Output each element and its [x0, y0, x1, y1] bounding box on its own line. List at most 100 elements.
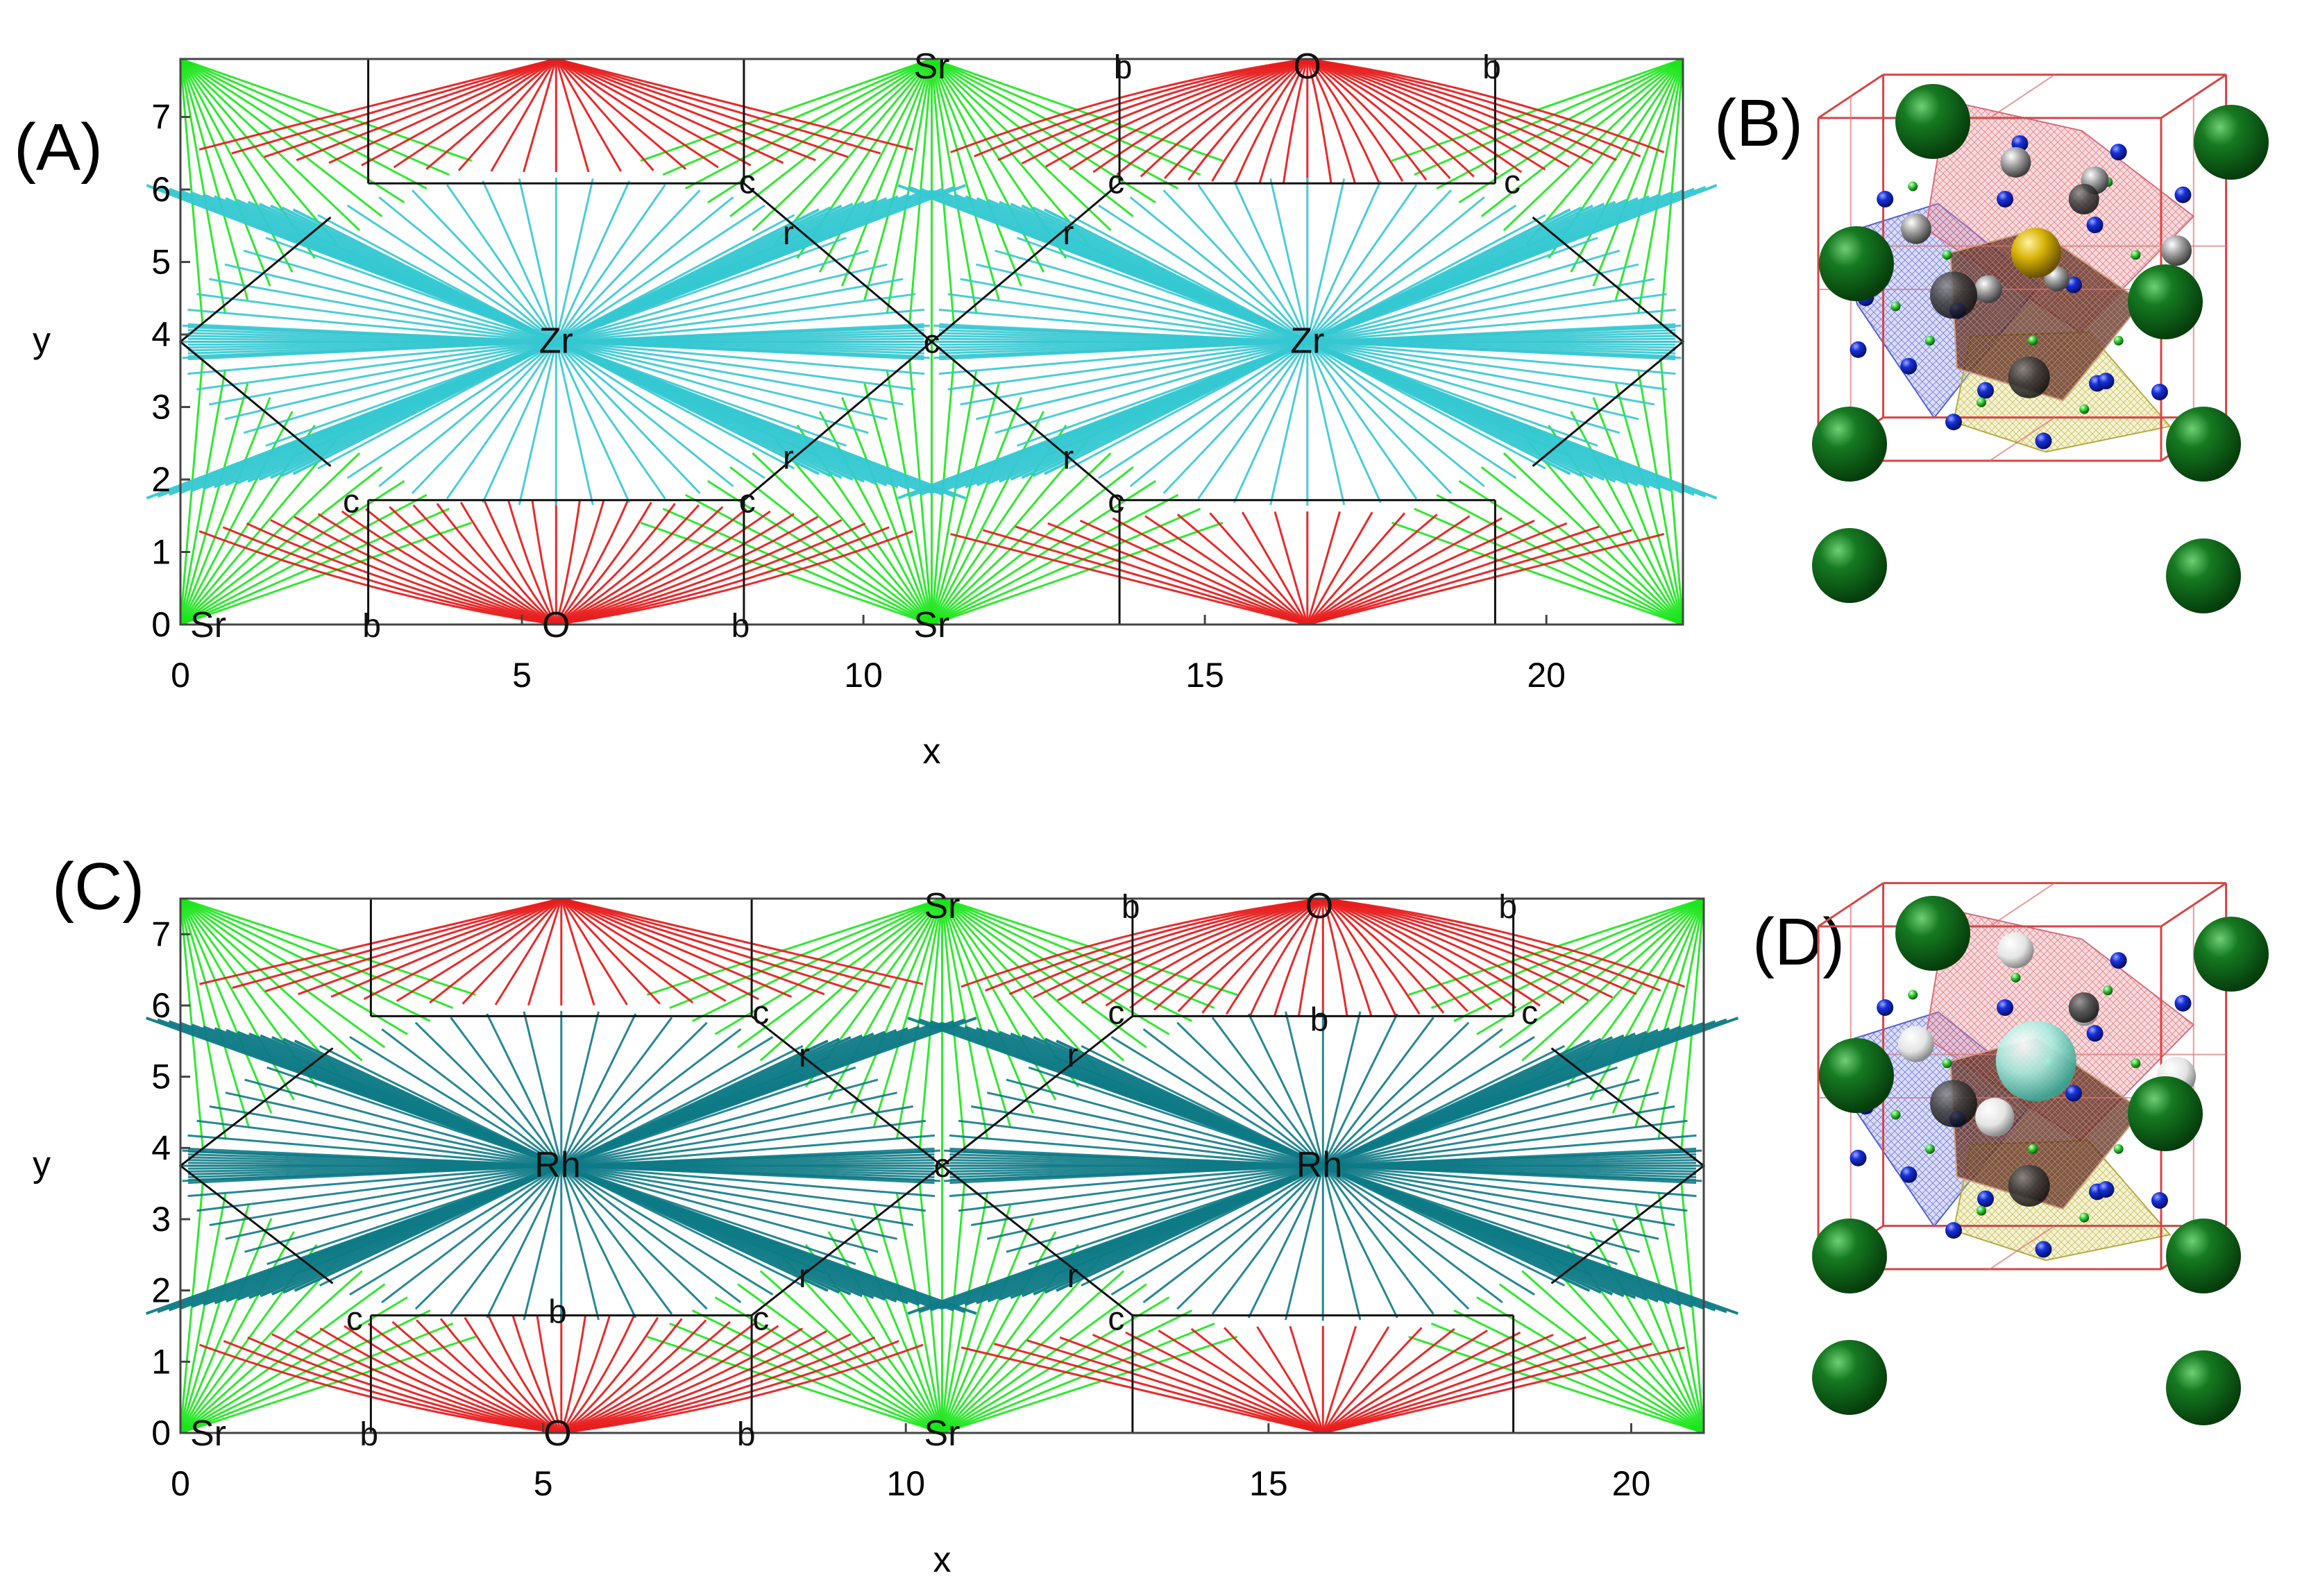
center-atom-gradient-path [1307, 341, 1655, 406]
o-gradient-path [950, 58, 1308, 153]
center-atom-gradient-path [561, 1164, 879, 1253]
oxygen-atom [2065, 1085, 2082, 1102]
sr-atom [2194, 917, 2269, 992]
center-atom-gradient-path [1322, 1164, 1659, 1240]
center-atom-gradient-path [995, 341, 1308, 434]
center-atom-gradient-path [1306, 204, 1517, 343]
o-gradient-path [1283, 58, 1309, 184]
o-gradient-path [361, 58, 557, 167]
center-atom-gradient-path [561, 1092, 898, 1167]
dark-basin-atom [2068, 184, 2099, 214]
center-atom-gradient-path [555, 249, 869, 343]
center-atom-gradient-path [561, 1119, 926, 1167]
o-gradient-path [1322, 1331, 1521, 1434]
o-gradient-path [459, 502, 557, 626]
o-gradient-path [560, 898, 595, 1006]
center-atom-gradient-path [986, 1164, 1323, 1240]
center-atom-gradient-path [1323, 1164, 1675, 1226]
o-gradient-path [555, 502, 652, 626]
zr-atom [2011, 228, 2061, 278]
sr-atom [2166, 538, 2241, 613]
o-gradient-path [1307, 58, 1570, 168]
o-gradient-path [1322, 1327, 1455, 1434]
o-gradient-path [1242, 511, 1309, 625]
o-gradient-path [1289, 1325, 1324, 1434]
center-atom-gradient-path [561, 1078, 879, 1167]
center-atom-gradient-path [1321, 1165, 1362, 1321]
center-atom-gradient-path [560, 1165, 600, 1321]
sr-gradient-path [180, 897, 386, 1049]
o-gradient-path [561, 1336, 876, 1434]
center-atom-gradient-path [947, 293, 1307, 343]
center-atom-gradient-path [555, 341, 701, 494]
o-gradient-path [1225, 897, 1324, 1015]
center-atom-gradient-path [560, 1017, 673, 1166]
center-atom-gradient-path [1323, 1134, 1697, 1167]
center-atom-gradient-path [187, 308, 557, 343]
center-atom-gradient-path [560, 1164, 708, 1310]
center-atom-gradient-path [518, 341, 557, 506]
o-gradient-path [389, 506, 557, 626]
o-gradient-path [561, 897, 891, 989]
critical-point [1942, 250, 1952, 260]
center-atom-gradient-path [1306, 341, 1485, 488]
center-atom-bundle [555, 184, 966, 343]
o-gradient-path [1187, 58, 1308, 181]
sr-gradient-path [1408, 1335, 1704, 1434]
o-gradient-path [1322, 1330, 1488, 1434]
center-atom-gradient-path [1321, 1013, 1398, 1166]
atom-label: c [1504, 164, 1521, 201]
center-atom-gradient-path [187, 1164, 561, 1198]
center-atom-gradient-path [381, 1028, 562, 1167]
o-gradient-path [982, 529, 1308, 626]
center-atom-gradient-path [958, 1164, 1323, 1212]
center-atom-bundle [556, 323, 924, 343]
center-atom-gradient-path [346, 204, 557, 343]
o-gradient-path [1015, 525, 1308, 626]
sr-gradient-path [941, 1323, 1215, 1434]
center-atom-gradient-path [244, 1164, 562, 1253]
o-gradient-path [555, 58, 622, 172]
atom-label: Sr [914, 46, 950, 87]
sr-gradient-path [646, 897, 942, 996]
o-gradient-path [1322, 1343, 1652, 1434]
center-atom-bundle [145, 1017, 562, 1167]
o-gradient-path [1307, 58, 1618, 161]
o-gradient-path [484, 500, 557, 625]
x-tick-label: 15 [1185, 656, 1224, 695]
center-atom-gradient-path [349, 1164, 562, 1296]
center-atom-gradient-path [1322, 1165, 1434, 1315]
atom-label: c [1108, 483, 1124, 520]
o-gradient-path [555, 502, 676, 626]
center-atom-gradient-path [971, 1105, 1323, 1167]
o-gradient-path [391, 1321, 562, 1434]
sr-gradient-path [179, 58, 361, 232]
x-tick-label: 20 [1612, 1464, 1651, 1503]
sr-gradient-path [1589, 898, 1705, 1101]
sr-gradient-path [1498, 1283, 1704, 1434]
sr-gradient-path [759, 1270, 943, 1434]
center-atom-gradient-path [555, 263, 888, 343]
center-atom-gradient-path [1306, 184, 1418, 343]
atom-label: b [731, 608, 750, 645]
secondary-atom [1997, 932, 2034, 969]
o-gradient-path [1307, 58, 1665, 153]
sr-atom [2128, 1076, 2203, 1151]
sr-gradient-path [180, 58, 472, 162]
center-atom-gradient-path [346, 341, 557, 479]
o-gradient-path [561, 1327, 804, 1434]
oxygen-atom [1850, 341, 1867, 358]
center-atom-gradient-path [1322, 1164, 1470, 1310]
center-atom-bundle [939, 323, 1307, 343]
center-atom-bundle [187, 1147, 561, 1167]
sr-gradient-path [180, 493, 428, 626]
center-atom-gradient-path [1306, 341, 1346, 506]
center-atom-gradient-path [243, 249, 557, 343]
center-atom-gradient-path [938, 308, 1307, 343]
center-atom-gradient-path [555, 341, 666, 500]
center-atom-gradient-path [560, 1011, 600, 1166]
o-gradient-path [396, 897, 562, 1002]
center-atom-gradient-path [958, 1119, 1323, 1167]
o-gradient-path [1323, 897, 1661, 992]
